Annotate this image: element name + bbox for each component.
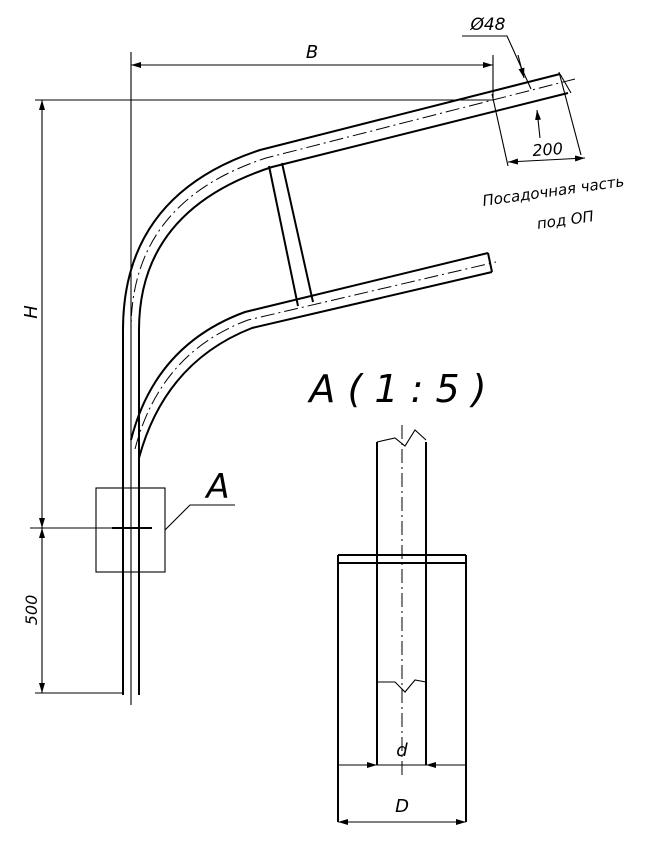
fit-note-line1: Посадочная часть xyxy=(481,172,625,210)
label-200: 200 xyxy=(532,139,564,160)
diameter-leader xyxy=(462,35,542,139)
label-d: d xyxy=(396,740,408,761)
upper-arm xyxy=(122,73,576,700)
fit-note-line2: под ОП xyxy=(536,207,595,233)
detail-view xyxy=(337,425,467,825)
callout-a xyxy=(95,487,235,573)
label-diameter: Ø48 xyxy=(469,15,505,35)
label-500: 500 xyxy=(22,595,41,626)
label-h: H xyxy=(21,305,42,319)
callout-label: A xyxy=(204,467,229,507)
brace xyxy=(268,162,314,307)
label-b: B xyxy=(306,42,318,63)
dimension-500 xyxy=(35,528,123,694)
detail-title: A ( 1 : 5 ) xyxy=(306,367,486,411)
dimension-h xyxy=(30,99,493,529)
label-D: D xyxy=(395,796,409,817)
fit-section xyxy=(491,71,586,167)
lower-arm xyxy=(130,252,497,459)
dimension-b xyxy=(130,52,494,705)
